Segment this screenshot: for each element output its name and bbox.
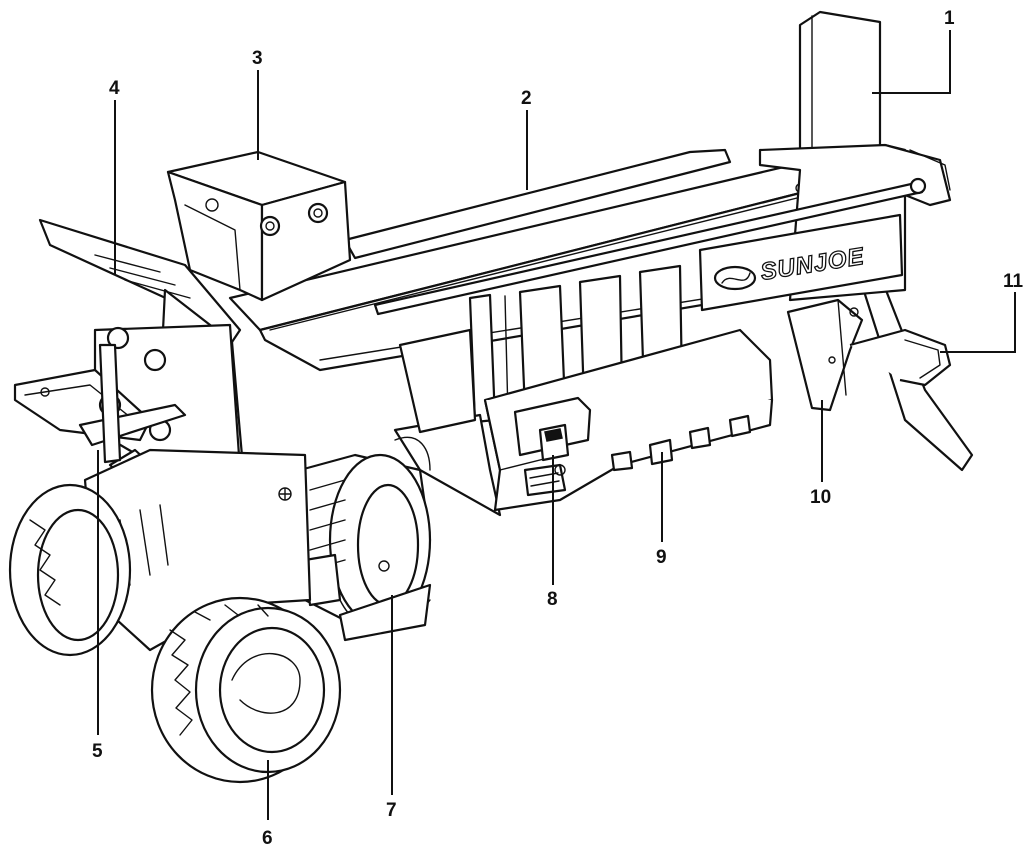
- rear-wheel: [8, 483, 132, 657]
- callout-4: 4: [109, 78, 120, 99]
- callout-labels: 1 2 3 4 5 6 7 8 9 10 11: [92, 8, 1024, 849]
- callout-2: 2: [521, 88, 532, 109]
- callout-10: 10: [810, 487, 831, 508]
- front-wheel: [150, 596, 342, 784]
- log-pusher: [166, 150, 352, 302]
- callout-3: 3: [252, 48, 263, 69]
- leader-lines: [97, 30, 1016, 820]
- callout-11: 11: [1003, 271, 1024, 292]
- leader-1: [872, 30, 951, 94]
- tie-rod: [373, 177, 927, 316]
- callout-1: 1: [944, 8, 955, 29]
- callout-9: 9: [656, 547, 667, 568]
- callout-7: 7: [386, 800, 397, 821]
- callout-5: 5: [92, 741, 103, 762]
- foot-plate: [849, 328, 952, 387]
- motor: [298, 436, 432, 642]
- brand-panel: SUNJOE: [698, 213, 904, 312]
- callout-8: 8: [547, 589, 558, 610]
- beam: [228, 148, 814, 372]
- callout-6: 6: [262, 828, 273, 849]
- support-leg: [786, 273, 974, 472]
- cylinder-housing: [393, 328, 502, 517]
- leader-11: [940, 292, 1016, 353]
